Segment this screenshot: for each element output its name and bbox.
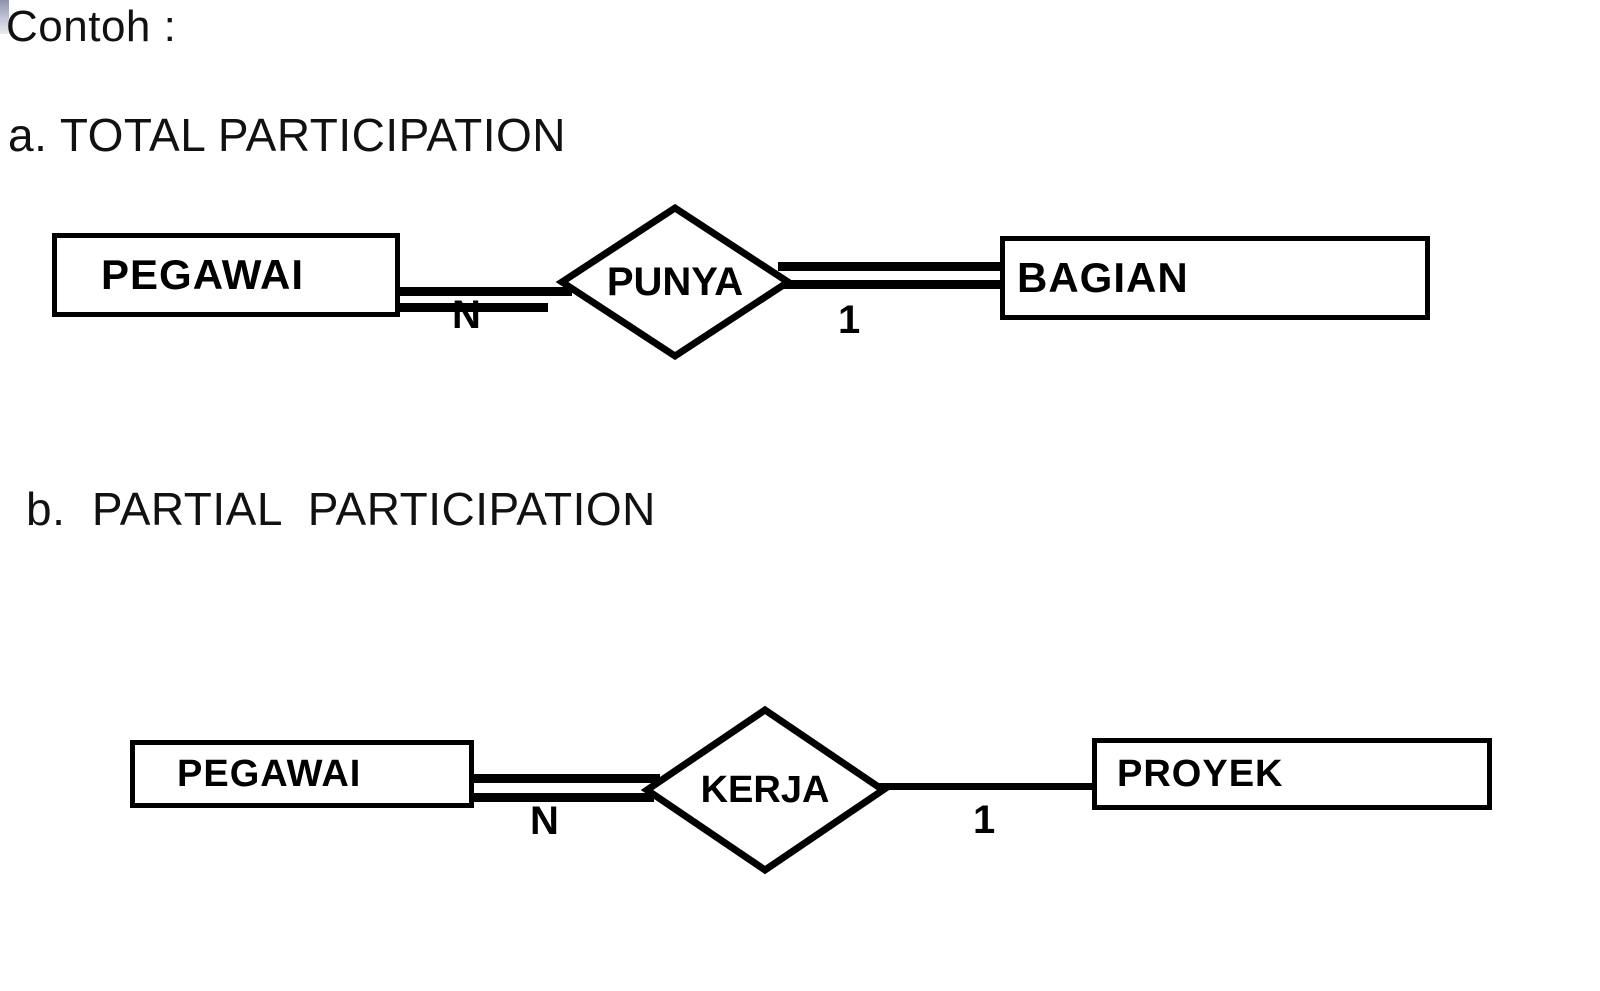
connector-punya-bagian-line2 [778, 280, 1006, 289]
connector-punya-bagian-line1 [778, 262, 1006, 271]
scan-edge-artifact [0, 0, 9, 34]
connector-pegawai-punya-line1 [396, 287, 572, 296]
section-b-heading: b. PARTIAL PARTICIPATION [26, 483, 656, 535]
diamond-shape [555, 203, 795, 361]
entity-proyek: PROYEK [1092, 738, 1492, 810]
intro-label: Contoh : [6, 2, 177, 51]
cardinality-label-n-partial: N [530, 799, 559, 843]
entity-label: BAGIAN [1017, 254, 1189, 301]
relationship-kerja: KERJA [640, 705, 890, 875]
entity-pegawai-total: PEGAWAI [52, 233, 400, 317]
entity-label: PEGAWAI [101, 251, 305, 298]
connector-pegawai-kerja-line1 [470, 774, 660, 783]
section-a-heading: a. TOTAL PARTICIPATION [8, 109, 567, 161]
entity-label: PEGAWAI [177, 752, 362, 795]
diamond-shape [640, 705, 890, 875]
entity-pegawai-partial: PEGAWAI [130, 740, 474, 808]
relationship-punya: PUNYA [555, 203, 795, 361]
cardinality-label-one-total: 1 [838, 298, 861, 342]
connector-kerja-proyek-line [878, 783, 1096, 790]
entity-label: PROYEK [1117, 752, 1284, 795]
cardinality-label-one-partial: 1 [973, 798, 996, 842]
connector-pegawai-kerja-line2 [474, 793, 654, 802]
connector-pegawai-punya-line2 [396, 303, 548, 312]
cardinality-label-n-total: N [452, 293, 481, 337]
entity-bagian: BAGIAN [1000, 236, 1430, 320]
